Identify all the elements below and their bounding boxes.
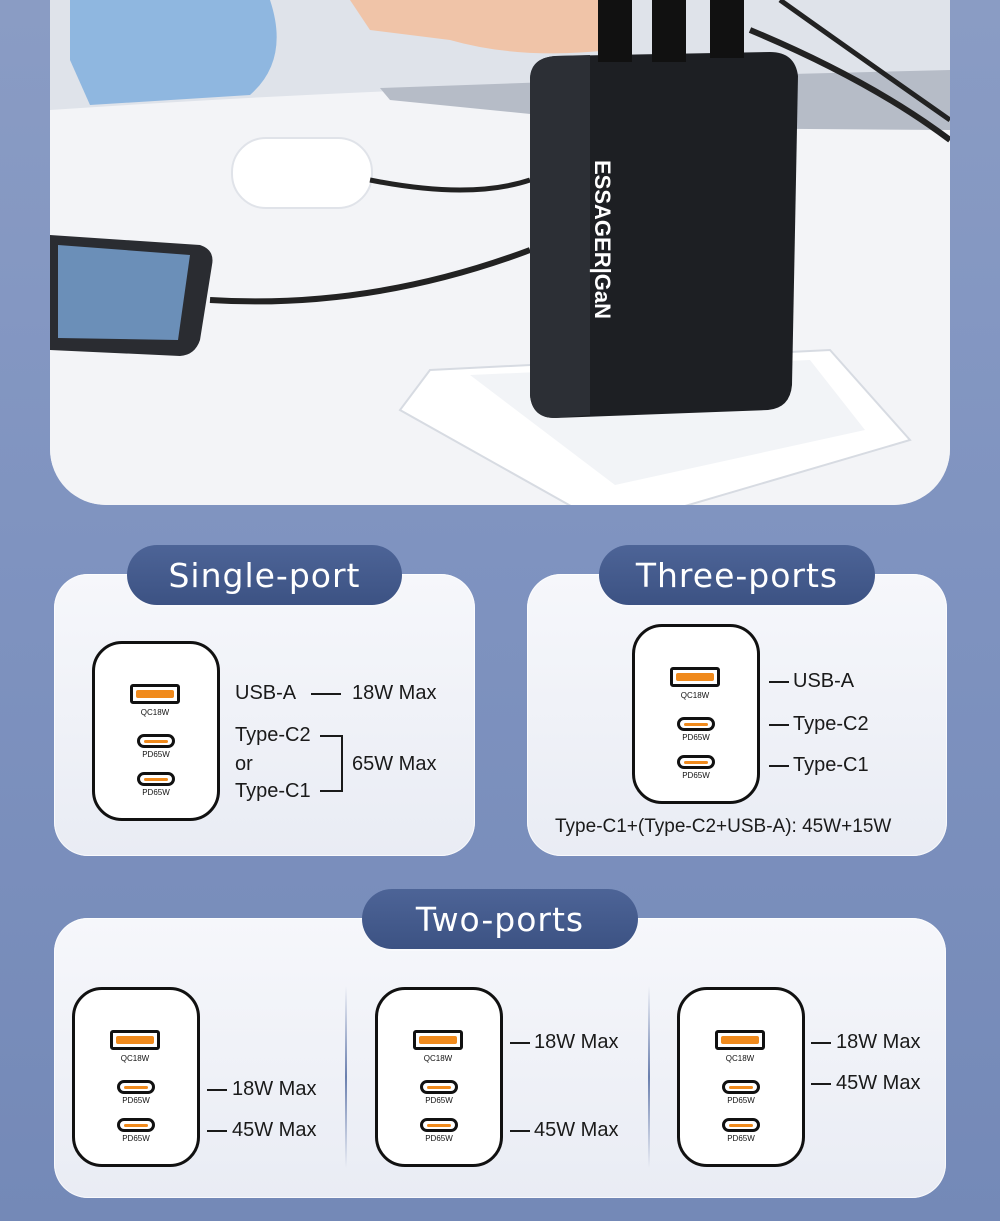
connector-line: [811, 1083, 831, 1085]
usb-c2-port-icon: [722, 1080, 760, 1094]
power-top-label: 18W Max: [534, 1031, 619, 1053]
or-label: or: [235, 753, 253, 775]
type-c1-label: Type-C1: [793, 754, 869, 776]
power-top-label: 18W Max: [836, 1031, 921, 1053]
charger-diagram: QC18W PD65W PD65W: [72, 987, 200, 1167]
type-c-power: 65W Max: [352, 753, 437, 775]
usb-c2-port-icon: [117, 1080, 155, 1094]
power-top-label: 18W Max: [232, 1078, 317, 1100]
port-rating-label: PD65W: [425, 1134, 453, 1143]
type-c1-label: Type-C1: [235, 780, 311, 802]
connector-line: [811, 1042, 831, 1044]
port-rating-label: PD65W: [727, 1134, 755, 1143]
port-rating-label: PD65W: [682, 771, 710, 780]
power-bottom-label: 45W Max: [836, 1072, 921, 1094]
three-ports-title: Three-ports: [599, 545, 875, 605]
port-rating-label: PD65W: [142, 750, 170, 759]
port-rating-label: QC18W: [140, 708, 170, 717]
port-rating-label: QC18W: [423, 1054, 453, 1063]
power-bottom-label: 45W Max: [534, 1119, 619, 1141]
single-port-panel: QC18W PD65W PD65W USB-A 18W Max Type-C2 …: [54, 574, 475, 856]
port-rating-label: QC18W: [680, 691, 710, 700]
usb-c2-port-icon: [677, 717, 715, 731]
bracket-top: [320, 735, 342, 737]
two-ports-panel: QC18W PD65W PD65W 18W Max 45W Max QC18W …: [54, 918, 946, 1198]
brand-text: ESSAGER|GaN: [590, 160, 615, 319]
port-rating-label: QC18W: [120, 1054, 150, 1063]
usb-a-port-icon: [715, 1030, 765, 1050]
single-port-title: Single-port: [127, 545, 402, 605]
usb-a-port-icon: [110, 1030, 160, 1050]
usb-c2-port-icon: [137, 734, 175, 748]
usb-c1-port-icon: [420, 1118, 458, 1132]
usb-c1-port-icon: [117, 1118, 155, 1132]
bracket-bottom: [320, 790, 342, 792]
usb-c2-port-icon: [420, 1080, 458, 1094]
connector-line: [311, 693, 341, 695]
port-rating-label: PD65W: [727, 1096, 755, 1105]
connector-line: [769, 724, 789, 726]
port-rating-label: PD65W: [682, 733, 710, 742]
usb-a-label: USB-A: [235, 682, 297, 704]
type-c2-label: Type-C2: [793, 713, 869, 735]
combo-power-label: Type-C1+(Type-C2+USB-A): 45W+15W: [555, 816, 892, 837]
usb-a-port-icon: [413, 1030, 463, 1050]
connector-line: [207, 1130, 227, 1132]
charger-diagram: QC18W PD65W PD65W: [92, 641, 220, 821]
usb-c1-port-icon: [137, 772, 175, 786]
power-bottom-label: 45W Max: [232, 1119, 317, 1141]
connector-line: [510, 1130, 530, 1132]
port-rating-label: PD65W: [425, 1096, 453, 1105]
type-c2-label: Type-C2: [235, 724, 311, 746]
port-rating-label: PD65W: [122, 1134, 150, 1143]
usb-a-port-icon: [130, 684, 180, 704]
port-rating-label: PD65W: [122, 1096, 150, 1105]
hero-illustration: ESSAGER|GaN: [50, 0, 950, 505]
connector-line: [207, 1089, 227, 1091]
charger-diagram: QC18W PD65W PD65W: [677, 987, 805, 1167]
usb-a-power: 18W Max: [352, 682, 437, 704]
connector-line: [769, 765, 789, 767]
port-rating-label: QC18W: [725, 1054, 755, 1063]
port-rating-label: PD65W: [142, 788, 170, 797]
charger-diagram: QC18W PD65W PD65W: [632, 624, 760, 804]
divider: [345, 986, 347, 1168]
usb-c1-port-icon: [677, 755, 715, 769]
two-ports-title: Two-ports: [362, 889, 638, 949]
usb-a-port-icon: [670, 667, 720, 687]
charger-diagram: QC18W PD65W PD65W: [375, 987, 503, 1167]
usb-a-label: USB-A: [793, 670, 855, 692]
divider: [648, 986, 650, 1168]
connector-line: [769, 681, 789, 683]
connector-line: [510, 1042, 530, 1044]
three-ports-panel: QC18W PD65W PD65W USB-A Type-C2 Type-C1 …: [527, 574, 947, 856]
bracket-vertical: [341, 735, 343, 792]
usb-c1-port-icon: [722, 1118, 760, 1132]
hero-product-image: ESSAGER|GaN: [50, 0, 950, 505]
